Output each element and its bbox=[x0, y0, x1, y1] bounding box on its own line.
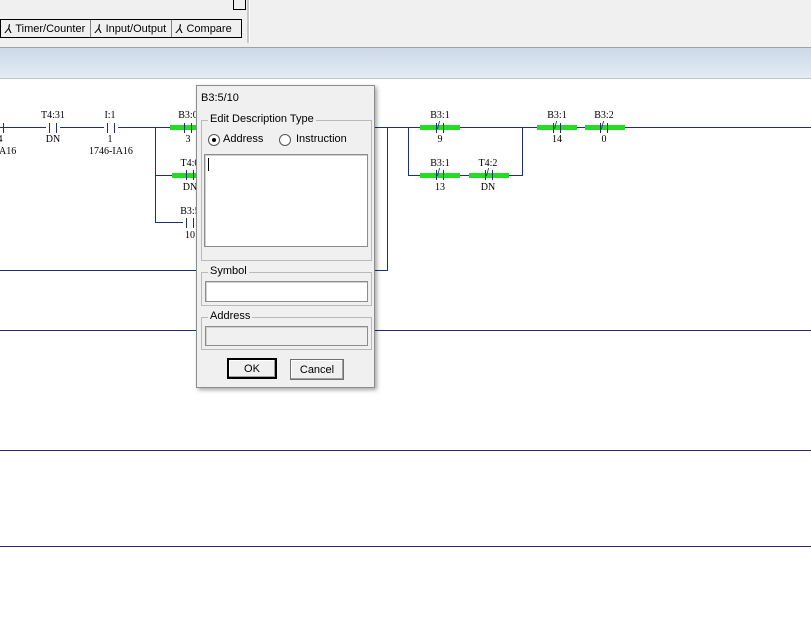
tab-arrow-icon: ⅄ bbox=[174, 21, 185, 36]
contact[interactable] bbox=[433, 123, 447, 133]
contact-address: B3:1 bbox=[547, 110, 567, 121]
instruction-radio[interactable] bbox=[279, 134, 291, 146]
energized-highlight bbox=[170, 125, 197, 130]
contact[interactable] bbox=[550, 123, 564, 133]
cancel-button[interactable]: Cancel bbox=[290, 359, 344, 380]
contact-address: B3:5 bbox=[180, 206, 200, 217]
nc-slash-icon: / bbox=[486, 167, 490, 179]
contact[interactable] bbox=[482, 170, 496, 180]
contact[interactable] bbox=[104, 123, 118, 133]
contact-module: IA16 bbox=[0, 146, 17, 157]
contact-address: T4:2 bbox=[478, 158, 498, 169]
branch-line bbox=[387, 127, 388, 271]
contact-address: B3:1 bbox=[430, 110, 450, 121]
nc-slash-icon: / bbox=[437, 167, 441, 179]
branch-rail bbox=[408, 175, 523, 176]
contact-address: T4:0 bbox=[180, 158, 200, 169]
contact-bit: 14 bbox=[552, 134, 562, 145]
tab-timer-counter[interactable]: ⅄ Timer/Counter bbox=[1, 20, 90, 37]
ladder-view[interactable]: 4 IA16 T4:31 DN I:1 1 1746-IA16 B3:0 3 T… bbox=[0, 80, 811, 631]
energized-highlight bbox=[537, 125, 577, 130]
contact-module: 1746-IA16 bbox=[89, 146, 133, 157]
contact-bit: 13 bbox=[435, 182, 445, 193]
nc-slash-icon: / bbox=[554, 120, 558, 132]
contact-bit: DN bbox=[182, 182, 198, 193]
energized-highlight bbox=[469, 173, 509, 178]
group-label: Edit Description Type bbox=[208, 113, 316, 125]
rung-rail bbox=[0, 270, 388, 271]
address-radio[interactable] bbox=[208, 134, 220, 146]
branch-line bbox=[522, 127, 523, 175]
tab-compare[interactable]: ⅄ Compare bbox=[172, 20, 237, 37]
contact-bit: 0 bbox=[601, 134, 607, 145]
contact-bit: 10 bbox=[185, 230, 195, 241]
toolbar-divider bbox=[247, 0, 250, 44]
contact[interactable] bbox=[183, 170, 197, 180]
symbol-group: Symbol bbox=[201, 265, 372, 306]
contact[interactable] bbox=[181, 123, 195, 133]
nc-slash-icon: / bbox=[437, 120, 441, 132]
contact-address: T4:31 bbox=[41, 110, 65, 121]
tab-label: Timer/Counter bbox=[15, 22, 86, 35]
tab-label: Compare bbox=[186, 22, 232, 35]
dialog-title: B3:5/10 bbox=[201, 92, 239, 104]
contact[interactable] bbox=[46, 123, 60, 133]
rung-rail bbox=[0, 546, 811, 547]
contact[interactable] bbox=[433, 170, 447, 180]
tab-separator bbox=[90, 20, 92, 37]
contact-bit: DN bbox=[45, 134, 61, 145]
contact[interactable] bbox=[597, 123, 611, 133]
contact-address: B3:2 bbox=[594, 110, 614, 121]
instruction-tab-strip: ⅄ Timer/Counter ⅄ Input/Output ⅄ Compare bbox=[0, 19, 242, 38]
ok-button[interactable]: OK bbox=[227, 358, 277, 379]
energized-highlight bbox=[420, 125, 460, 130]
edit-description-dialog: B3:5/10 Edit Description Type Address In… bbox=[196, 85, 375, 388]
address-group: Address bbox=[201, 310, 372, 350]
ladder-header-band bbox=[0, 48, 811, 79]
symbol-input[interactable] bbox=[205, 281, 368, 302]
edit-description-type-group: Edit Description Type Address Instructio… bbox=[201, 113, 372, 261]
branch-rail bbox=[155, 222, 197, 223]
toolbar-scroll-button[interactable] bbox=[233, 0, 246, 10]
tab-separator bbox=[171, 20, 173, 37]
contact-bit: 3 bbox=[185, 134, 191, 145]
contact-bit: 1 bbox=[107, 134, 113, 145]
group-label: Symbol bbox=[208, 265, 249, 277]
contact-bit: 9 bbox=[437, 134, 443, 145]
contact[interactable] bbox=[0, 123, 7, 133]
group-label: Address bbox=[208, 310, 253, 322]
address-input bbox=[205, 326, 368, 346]
tab-input-output[interactable]: ⅄ Input/Output bbox=[91, 20, 171, 37]
tab-arrow-icon: ⅄ bbox=[94, 21, 104, 36]
rung-rail bbox=[0, 127, 811, 128]
contact-address: I:1 bbox=[104, 110, 116, 121]
tab-arrow-icon: ⅄ bbox=[3, 21, 14, 36]
energized-highlight bbox=[585, 125, 625, 130]
rung-rail bbox=[0, 450, 811, 451]
rung-rail bbox=[0, 330, 811, 331]
contact[interactable] bbox=[183, 218, 197, 228]
contact-address: B3:0 bbox=[178, 110, 198, 121]
energized-highlight bbox=[172, 173, 197, 178]
radio-label: Address bbox=[223, 133, 264, 145]
radio-label: Instruction bbox=[296, 133, 347, 145]
tab-label: Input/Output bbox=[105, 22, 167, 35]
description-textarea[interactable] bbox=[204, 154, 368, 247]
pane-separator bbox=[0, 43, 811, 48]
contact-bit: 4 bbox=[0, 134, 3, 145]
branch-line bbox=[408, 127, 409, 175]
text-caret bbox=[208, 158, 209, 171]
energized-highlight bbox=[420, 173, 460, 178]
nc-slash-icon: / bbox=[601, 120, 605, 132]
contact-address: B3:1 bbox=[430, 158, 450, 169]
contact-bit: DN bbox=[480, 182, 496, 193]
